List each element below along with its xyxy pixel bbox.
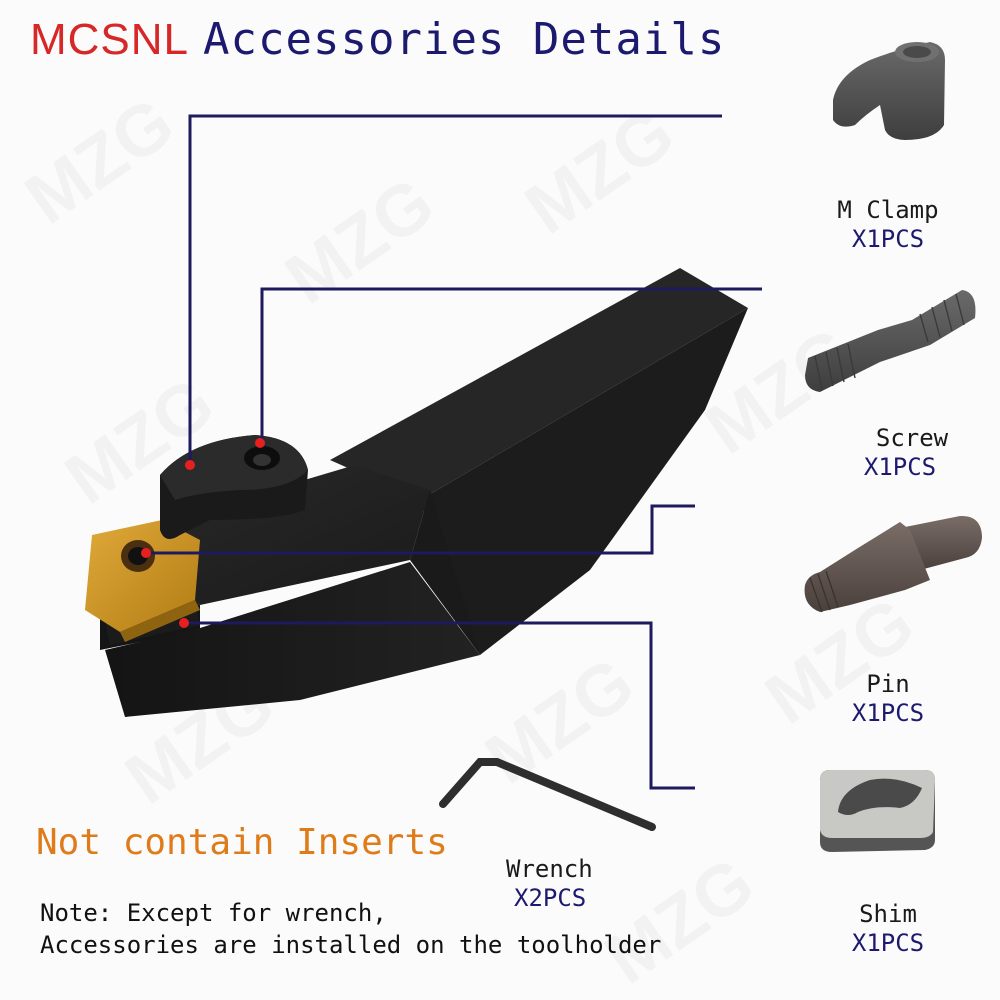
callout-screw [260,287,762,445]
accessory-qty: X1PCS [851,225,925,253]
accessory-name: Pin [866,670,910,698]
accessory-qty: X1PCS [851,699,925,727]
callout-dots [141,438,265,628]
dot-screw [255,438,265,448]
brand-model: MCSNL [30,15,190,64]
note-line-1: Note: Except for wrench, [40,899,387,927]
dot-m-clamp [185,460,195,470]
pin-icon [804,515,982,613]
accessory-qty: X1PCS [851,929,925,957]
accessory-m-clamp: M Clamp X1PCS [818,196,958,254]
note-line-2: Accessories are installed on the toolhol… [40,931,662,959]
shim-icon [820,770,935,852]
page-title: MCSNL Accessories Details [30,12,725,68]
callout-pin [148,504,695,555]
callout-m-clamp [188,114,722,462]
screw-icon [805,290,976,392]
accessory-shim: Shim X1PCS [818,900,958,958]
no-inserts-notice: Not contain Inserts [36,822,448,863]
accessory-name: M Clamp [837,196,939,224]
accessory-wrench: Wrench X2PCS [500,855,620,913]
dot-shim [179,618,189,628]
dot-pin [141,548,151,558]
accessory-name: Shim [859,900,917,928]
accessory-qty: X2PCS [514,884,587,912]
toolholder-icon [85,268,748,717]
accessory-screw: Screw X1PCS [830,424,970,482]
callout-shim [184,621,695,790]
accessory-qty: X1PCS [863,453,937,481]
title-text: Accessories Details [203,14,726,65]
m-clamp-icon [833,42,945,140]
installation-note: Note: Except for wrench, Accessories are… [40,897,661,961]
wrench-icon [439,758,656,831]
accessory-pin: Pin X1PCS [818,670,958,728]
callout-lines [148,114,762,790]
accessory-name: Screw [875,424,949,452]
accessory-name: Wrench [506,855,593,883]
